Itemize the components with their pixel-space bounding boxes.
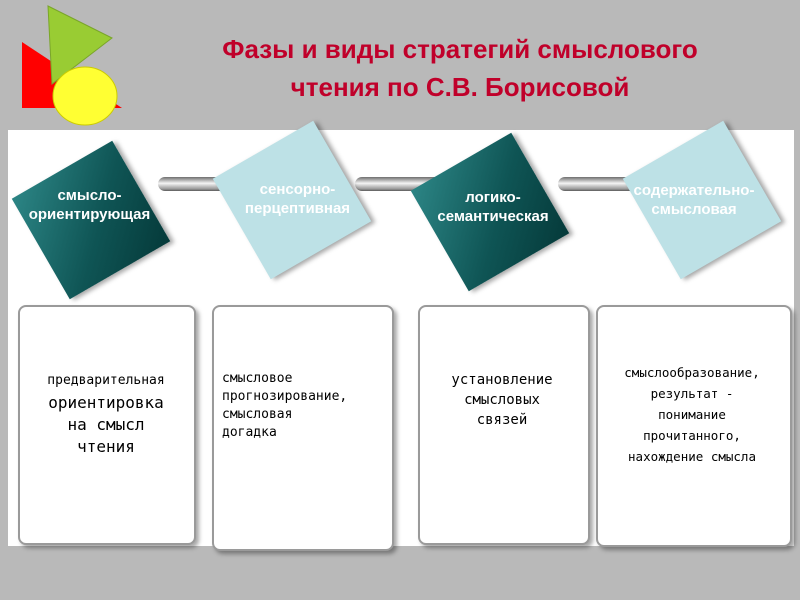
phase-2-label: сенсорно- перцептивная [230,180,365,218]
slide-title: Фазы и виды стратегий смыслового чтения … [140,30,780,106]
phase-1-label: смысло- ориентирующая [2,186,177,224]
phase-2-description: смысловое прогнозирование, смысловая дог… [222,370,386,442]
title-line-2: чтения по С.В. Борисовой [140,68,780,106]
decorative-shapes-icon [0,0,140,130]
title-line-1: Фазы и виды стратегий смыслового [140,30,780,68]
phase-4-label: содержательно- смысловая [632,181,756,219]
yellow-circle-shape [53,67,117,125]
phase-3-label: логико- семантическая [418,188,568,226]
phase-3-description: установление смысловых связей [426,370,578,430]
phase-1-description: предварительная ориентировка на смысл чт… [28,370,184,458]
phase-4-description: смыслообразование, результат - понимание… [598,362,786,467]
